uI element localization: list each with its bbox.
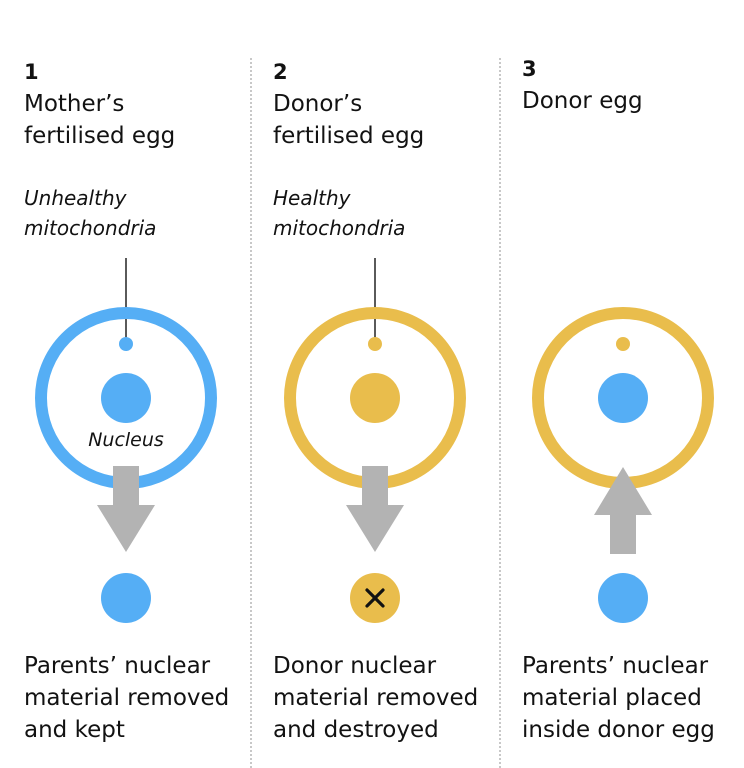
panel-mother-egg: 1 Mother’s fertilised egg Unhealthy mito… [24, 0, 254, 768]
mitochondrion [119, 337, 133, 351]
panel-title: Donor’s fertilised egg [273, 91, 425, 149]
panel-caption: Donor nuclear material removed and destr… [273, 653, 479, 743]
step-number: 2 [273, 60, 288, 84]
panel-donor-fertilised-egg: 2 Donor’s fertilised egg Healthy mitocho… [273, 0, 503, 768]
cross-icon [365, 588, 385, 608]
nucleus [101, 373, 151, 423]
mitochondrion [368, 337, 382, 351]
nucleus [598, 373, 648, 423]
mitochondria-label: Healthy mitochondria [273, 186, 406, 240]
panel-title: Donor egg [522, 88, 643, 114]
egg-diagram: Nucleus [35, 258, 217, 623]
nucleus-removed [101, 573, 151, 623]
arrow-down-icon [346, 466, 404, 552]
nucleus-label: Nucleus [88, 429, 164, 451]
mitochondrion [616, 337, 630, 351]
column-divider-1 [250, 58, 252, 768]
egg-diagram [532, 307, 714, 623]
column-divider-2 [499, 58, 501, 768]
nucleus [350, 373, 400, 423]
step-number: 3 [522, 57, 537, 81]
egg-diagram [284, 258, 466, 623]
arrow-up-icon [594, 467, 652, 554]
arrow-down-icon [97, 466, 155, 552]
panel-caption: Parents’ nuclear material placed inside … [522, 653, 715, 743]
panel-donor-egg: 3 Donor egg Parents’ nuclear material pl… [522, 0, 744, 768]
panel-title: Mother’s fertilised egg [24, 91, 176, 149]
step-number: 1 [24, 60, 39, 84]
mitochondria-label: Unhealthy mitochondria [24, 186, 157, 240]
panel-caption: Parents’ nuclear material removed and ke… [24, 653, 230, 743]
parents-nucleus [598, 573, 648, 623]
